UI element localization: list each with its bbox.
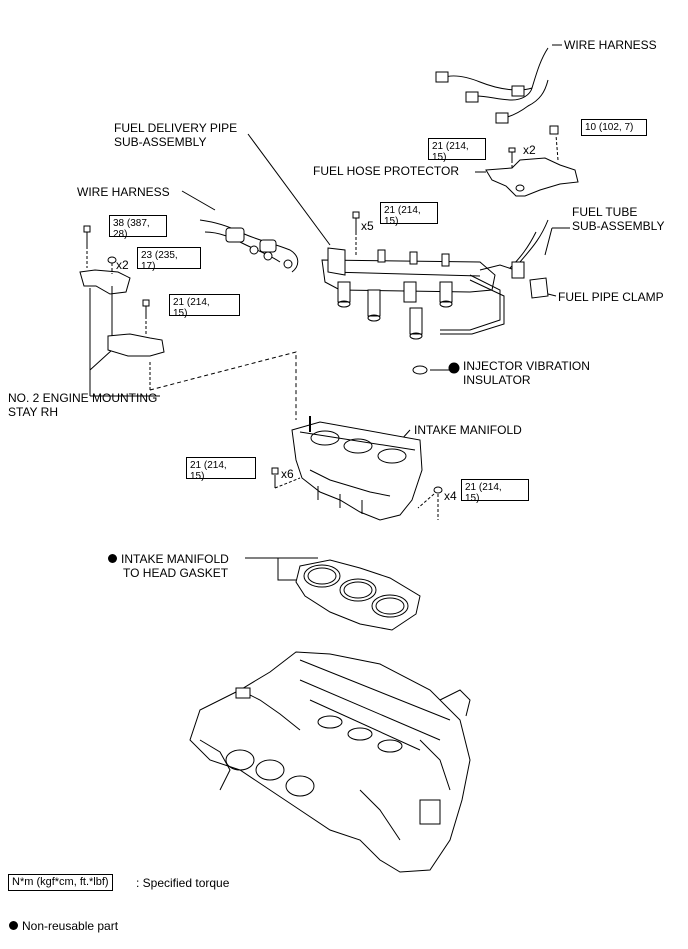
torque-box-stay: 21 (214, 15) bbox=[169, 294, 240, 319]
label-fuel-hose-protector: FUEL HOSE PROTECTOR bbox=[313, 164, 460, 178]
torque-box-23: 23 (235, 17) bbox=[137, 247, 201, 272]
torque-value-ftlbf: 15) bbox=[384, 216, 399, 227]
torque-value: 21 (214, bbox=[432, 141, 469, 152]
label-intake-manifold: INTAKE MANIFOLD bbox=[414, 423, 522, 437]
torque-box-38: 38 (387, 28) bbox=[109, 215, 167, 240]
fuel-hose-protector-drawing bbox=[475, 125, 579, 197]
qty-delivery-bolts: x5 bbox=[361, 219, 374, 233]
torque-value-ftlbf: 15) bbox=[190, 471, 205, 482]
label-fuel-tube-line1: FUEL TUBE bbox=[572, 205, 638, 219]
torque-value-ftlbf: 15) bbox=[173, 308, 188, 319]
torque-value-ftlbf: 15) bbox=[432, 152, 447, 163]
torque-value: 23 (235, bbox=[141, 250, 178, 261]
label-fuel-delivery-pipe-line1: FUEL DELIVERY PIPE bbox=[114, 121, 238, 135]
engine-mounting-stay-drawing bbox=[79, 225, 297, 420]
wire-harness-top-drawing bbox=[435, 44, 562, 124]
qty-protector-bolts: x2 bbox=[523, 143, 536, 157]
torque-box-delivery: 21 (214, 15) bbox=[380, 202, 438, 227]
manifold-gasket-drawing bbox=[295, 559, 421, 631]
label-wire-harness-left: WIRE HARNESS bbox=[77, 185, 170, 199]
label-gasket-line2: TO HEAD GASKET bbox=[123, 566, 229, 580]
injector-insulator-drawing bbox=[412, 365, 428, 375]
label-injector-vibration-line1: INJECTOR VIBRATION bbox=[463, 359, 590, 373]
torque-value-ftlbf: 28) bbox=[113, 229, 128, 240]
torque-value-ftlbf: 17) bbox=[141, 261, 156, 272]
wire-harness-left-drawing bbox=[199, 219, 299, 273]
legend-torque-unit: N*m (kgf*cm, ft.*lbf) bbox=[8, 874, 113, 891]
qty-stay-nuts: x2 bbox=[116, 258, 129, 272]
engine-block-drawing bbox=[189, 651, 471, 873]
label-engine-mounting-stay-line2: STAY RH bbox=[8, 405, 59, 419]
torque-value: 21 (214, bbox=[173, 297, 210, 308]
torque-value: 38 (387, bbox=[113, 218, 150, 229]
non-reusable-mark-gasket bbox=[108, 554, 117, 563]
label-fuel-tube-line2: SUB-ASSEMBLY bbox=[572, 219, 665, 233]
legend-non-reusable: Non-reusable part bbox=[9, 919, 118, 933]
torque-value: 10 (102, 7) bbox=[585, 122, 634, 133]
torque-value: 21 (214, bbox=[384, 205, 421, 216]
label-gasket-line1: INTAKE MANIFOLD bbox=[108, 552, 229, 566]
qty-manifold-bolts: x6 bbox=[281, 467, 294, 481]
intake-manifold-drawing bbox=[271, 416, 443, 521]
non-reusable-mark-injector bbox=[448, 362, 460, 374]
label-injector-vibration-line2: INSULATOR bbox=[463, 373, 531, 387]
torque-box-10: 10 (102, 7) bbox=[581, 119, 647, 136]
legend-torque-desc: : Specified torque bbox=[136, 876, 230, 890]
torque-value: 21 (214, bbox=[465, 482, 502, 493]
torque-value-ftlbf: 15) bbox=[465, 493, 480, 504]
label-engine-mounting-stay-line1: NO. 2 ENGINE MOUNTING bbox=[8, 391, 158, 405]
torque-box-manifold-left: 21 (214, 15) bbox=[186, 457, 256, 482]
label-fuel-delivery-pipe-line2: SUB-ASSEMBLY bbox=[114, 135, 207, 149]
torque-box-protector: 21 (214, 15) bbox=[428, 138, 486, 163]
non-reusable-mark-legend bbox=[9, 921, 18, 930]
label-wire-harness-top: WIRE HARNESS bbox=[564, 38, 657, 52]
label-fuel-pipe-clamp: FUEL PIPE CLAMP bbox=[558, 290, 664, 304]
qty-manifold-nuts: x4 bbox=[444, 489, 457, 503]
fuel-delivery-pipe-drawing bbox=[321, 211, 549, 340]
torque-value: 21 (214, bbox=[190, 460, 227, 471]
torque-box-manifold-right: 21 (214, 15) bbox=[461, 479, 529, 504]
